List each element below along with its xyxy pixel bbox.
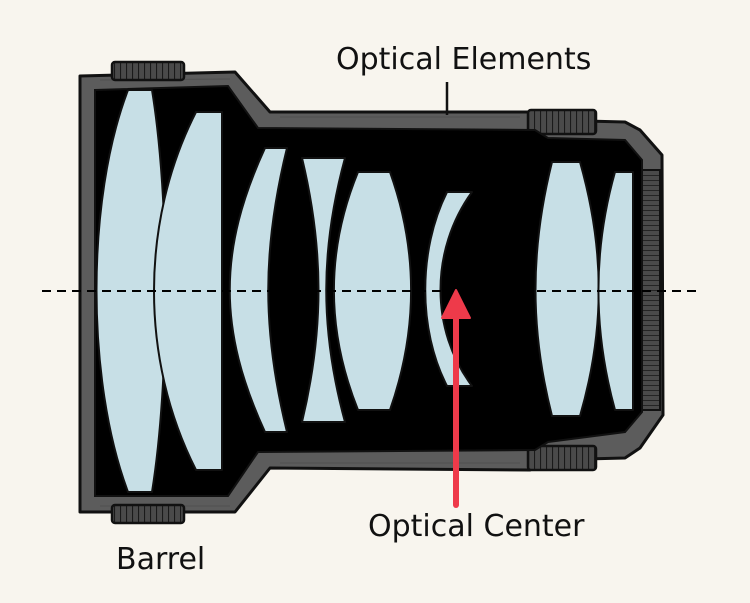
lens-element-7 xyxy=(534,161,600,417)
optical-elements-label: Optical Elements xyxy=(336,42,592,77)
lens-element-4 xyxy=(301,157,346,423)
focus-ring-top xyxy=(526,108,598,136)
front-ring-top xyxy=(110,60,186,82)
lens-element-1 xyxy=(95,89,167,493)
optical-center-arrow xyxy=(441,289,471,508)
barrel-label: Barrel xyxy=(116,542,206,577)
front-ring-bottom xyxy=(110,503,186,525)
lens-element-2 xyxy=(153,111,223,471)
focus-ring-bottom xyxy=(526,444,598,472)
optical-center-label: Optical Center xyxy=(368,509,585,544)
lens-element-6 xyxy=(424,191,473,387)
